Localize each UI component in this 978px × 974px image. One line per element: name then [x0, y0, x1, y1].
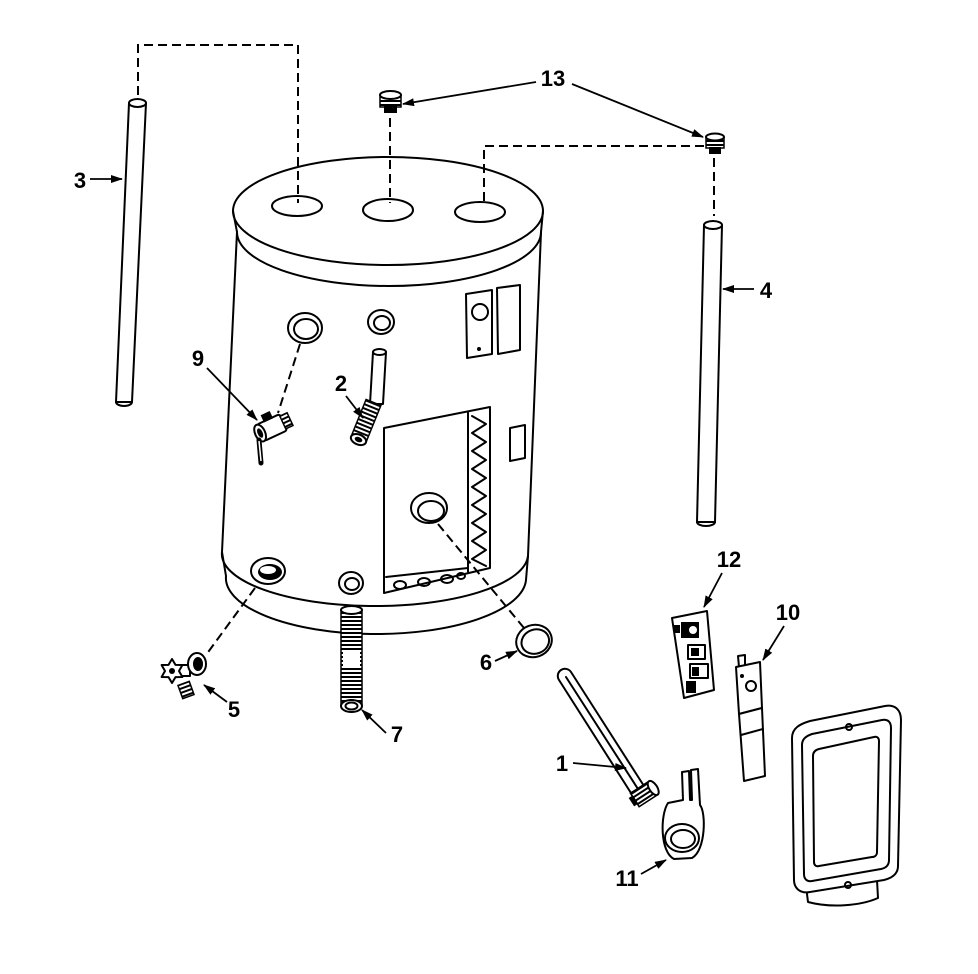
callout-12: 12 — [717, 547, 741, 572]
part-13-plug-right — [705, 132, 725, 154]
tank-lid-top — [232, 156, 544, 266]
leader-part-3 — [137, 44, 299, 203]
part-12-thermostat — [671, 610, 715, 699]
lower-access-panel — [383, 406, 491, 594]
tank-right-side — [527, 231, 542, 557]
callout-11: 11 — [615, 866, 638, 891]
lower-element-opening — [410, 492, 448, 524]
part-3-rod — [115, 98, 147, 407]
top-opening-right — [454, 201, 506, 223]
callout-2: 2 — [335, 371, 347, 396]
tank-base-ring — [221, 551, 529, 636]
arrow-11 — [640, 859, 667, 875]
arrow-2 — [345, 395, 364, 419]
callout-9: 9 — [192, 346, 204, 371]
callout-1: 1 — [556, 751, 568, 776]
callout-13: 13 — [541, 66, 565, 91]
arrow-6 — [494, 650, 518, 662]
side-label-plate — [509, 424, 526, 462]
arrow-1 — [572, 762, 627, 771]
part-7-nipple — [340, 605, 363, 713]
arrow-5 — [203, 684, 228, 703]
arrow-7 — [361, 709, 387, 734]
callout-6: 6 — [480, 650, 492, 675]
leader-part-6 — [437, 523, 525, 629]
callout-arrows — [90, 81, 785, 875]
leader-part-9 — [277, 343, 301, 414]
arrow-12 — [703, 572, 723, 608]
water-heater-tank — [220, 156, 544, 636]
port-drain — [250, 557, 286, 585]
arrow-9 — [206, 367, 258, 421]
upper-access-plates — [465, 284, 521, 359]
part-2-nipple — [349, 348, 387, 447]
port-hot-outlet — [367, 309, 395, 335]
tank-lid-rim — [232, 210, 544, 287]
callout-7: 7 — [391, 722, 403, 747]
arrow-10 — [762, 625, 785, 661]
tank-bottom-edge — [220, 551, 529, 608]
part-10-bracket — [735, 654, 766, 782]
port-tp-valve — [287, 312, 323, 344]
callout-3: 3 — [74, 168, 86, 193]
part-11-plate — [661, 768, 705, 860]
access-cover — [791, 704, 902, 907]
top-opening-left — [271, 195, 323, 217]
callout-labels: 13 3 4 9 2 12 10 6 5 7 1 11 — [74, 66, 800, 891]
leader-part-13-right — [483, 145, 704, 204]
part-13-plug-left — [379, 90, 402, 113]
part-5-drain-valve — [160, 652, 207, 700]
callout-5: 5 — [228, 697, 240, 722]
part-6-gasket — [515, 623, 553, 659]
part-9-valve — [253, 410, 294, 466]
callout-10: 10 — [776, 600, 800, 625]
arrow-13-left — [402, 81, 537, 107]
arrow-13-right — [571, 83, 704, 138]
callout-4: 4 — [760, 278, 773, 303]
part-4-rod — [696, 220, 723, 527]
port-cold-inlet — [338, 571, 364, 595]
top-opening-center — [362, 198, 414, 222]
